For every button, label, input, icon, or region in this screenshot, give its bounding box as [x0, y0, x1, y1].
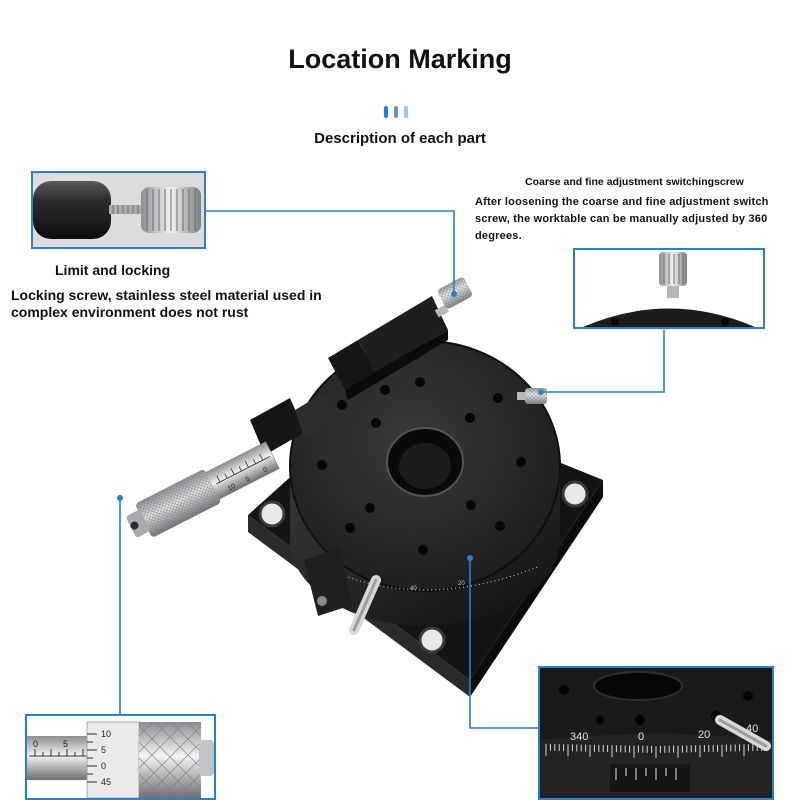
- front-lever: [304, 548, 381, 635]
- sleeve-label-0: 0: [33, 739, 38, 749]
- thimble-label-10: 10: [101, 729, 111, 739]
- thimble-label-45: 45: [101, 777, 111, 787]
- micrometer-inset: 0 5 10 5 0 45: [25, 714, 216, 800]
- dot-1: [384, 106, 388, 118]
- scale-ticks: [545, 743, 763, 758]
- scale-label-20: 20: [698, 729, 710, 741]
- limit-locking-inset: [31, 171, 206, 249]
- sleeve-label-5: 5: [63, 739, 68, 749]
- switch-screw-description: After loosening the coarse and fine adju…: [475, 196, 769, 242]
- thimble-label-5: 5: [101, 745, 106, 755]
- dot-3: [404, 106, 408, 118]
- rotation-scale-inset: 340 0 20 40: [538, 666, 774, 800]
- switch-screw-title: Coarse and fine adjustment switchingscre…: [525, 176, 744, 188]
- dial-label-0: 0: [262, 466, 269, 474]
- scale-label-340: 340: [570, 731, 588, 743]
- plate-label-20: 20: [458, 581, 465, 587]
- micrometer-assembly: 10 5 0: [126, 277, 472, 538]
- dot-2: [394, 106, 398, 118]
- plate-label-40: 40: [410, 586, 417, 592]
- decorative-dots: [384, 106, 408, 118]
- limit-locking-description: Locking screw, stainless steel material …: [11, 287, 322, 320]
- switch-screw-inset: [573, 248, 765, 329]
- page-title: Location Marking: [288, 44, 512, 74]
- dial-label-5: 5: [245, 475, 252, 483]
- limit-locking-title: Limit and locking: [55, 262, 171, 278]
- dial-label-10: 10: [227, 483, 237, 493]
- scale-label-0: 0: [638, 731, 644, 743]
- thimble-label-0: 0: [101, 761, 106, 771]
- page-subtitle: Description of each part: [314, 130, 486, 147]
